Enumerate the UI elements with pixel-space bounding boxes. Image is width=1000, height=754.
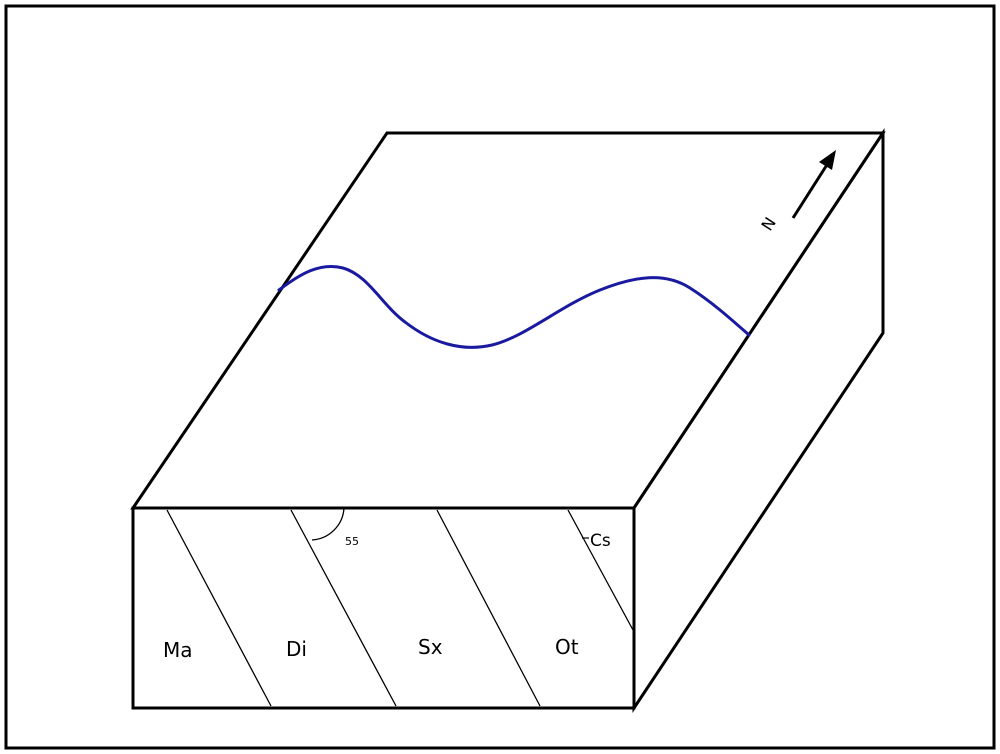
north-arrow-shaft	[791, 159, 832, 219]
unit-label-ma: Ma	[163, 638, 193, 662]
front-face	[131, 506, 636, 710]
north-arrow-head	[819, 150, 836, 170]
unit-label-ot: Ot	[555, 635, 579, 659]
outcrop-contact-trace	[277, 265, 751, 349]
dip-angle-label: 55	[345, 535, 359, 548]
contact-di-sx	[290, 509, 397, 707]
contact-sx-ot	[436, 509, 541, 707]
unit-label-cs: Cs	[590, 531, 611, 551]
contact-ot-cs	[567, 509, 634, 631]
dip-angle-arc	[311, 507, 345, 541]
unit-label-di: Di	[286, 637, 307, 661]
unit-label-sx: Sx	[418, 635, 443, 659]
outer-frame	[4, 4, 996, 750]
contact-ma-di	[166, 509, 272, 707]
